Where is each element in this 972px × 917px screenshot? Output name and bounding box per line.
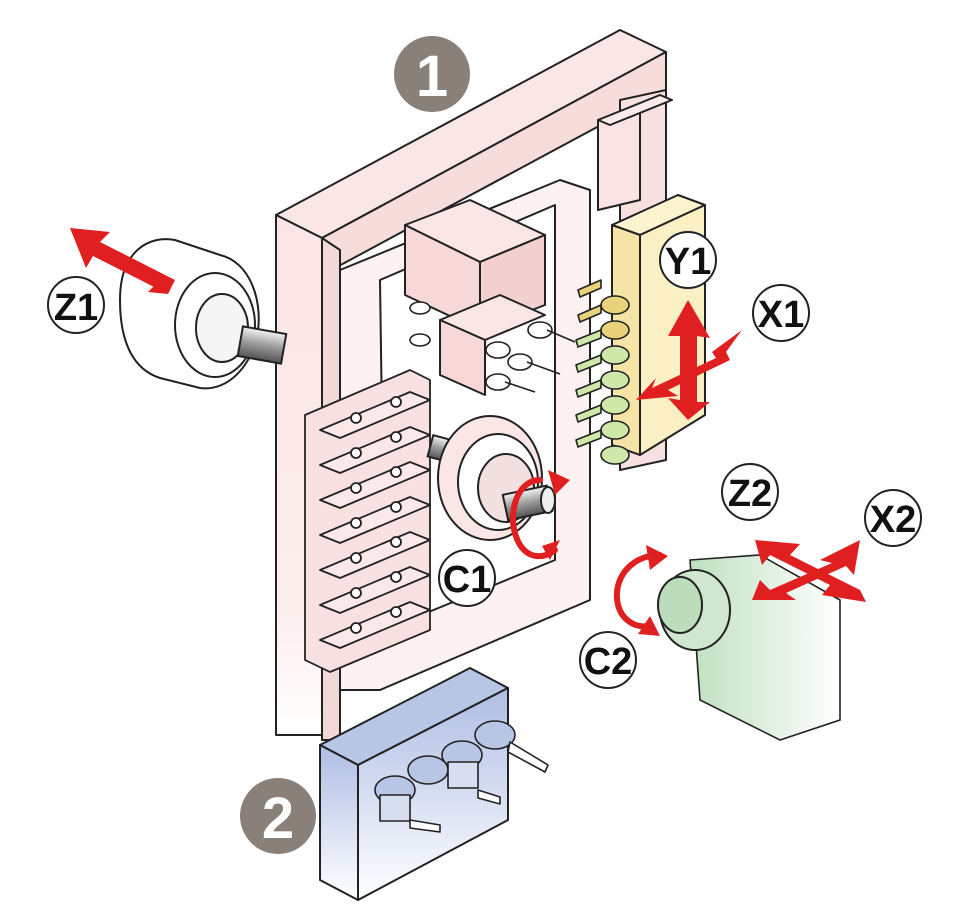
svg-text:X2: X2 (870, 499, 916, 541)
svg-text:X1: X1 (758, 294, 804, 336)
c2-rotation-arrow (613, 545, 668, 636)
y1-x1-arrows (636, 300, 742, 420)
axis-label-x2: X2 (864, 489, 922, 547)
axis-label-c1: C1 (438, 549, 496, 607)
axis-label-y1: Y1 (659, 231, 717, 289)
svg-text:Z1: Z1 (54, 287, 98, 329)
svg-text:C1: C1 (443, 559, 492, 601)
axis-label-z2: Z2 (721, 463, 779, 521)
main-spindle-chuck (426, 415, 556, 541)
marker-1: 1 (394, 36, 470, 112)
marker-1-text: 1 (416, 44, 448, 109)
left-tool-comb (304, 369, 431, 673)
svg-text:Y1: Y1 (665, 241, 711, 283)
lower-tool-block (319, 667, 549, 901)
svg-text:Z2: Z2 (728, 473, 772, 515)
axis-label-c2: C2 (579, 631, 637, 689)
z1-spindle (118, 238, 288, 390)
c1-rotation-arrow (509, 470, 570, 560)
axis-label-x1: X1 (752, 284, 810, 342)
upper-tool-holder (404, 199, 576, 396)
z1-arrow (70, 228, 188, 296)
marker-2: 2 (240, 778, 316, 854)
svg-text:C2: C2 (584, 641, 633, 683)
x2-z2-arrows (752, 540, 866, 602)
sub-spindle (657, 554, 841, 741)
axis-label-z1: Z1 (47, 276, 105, 334)
marker-2-text: 2 (262, 786, 294, 851)
